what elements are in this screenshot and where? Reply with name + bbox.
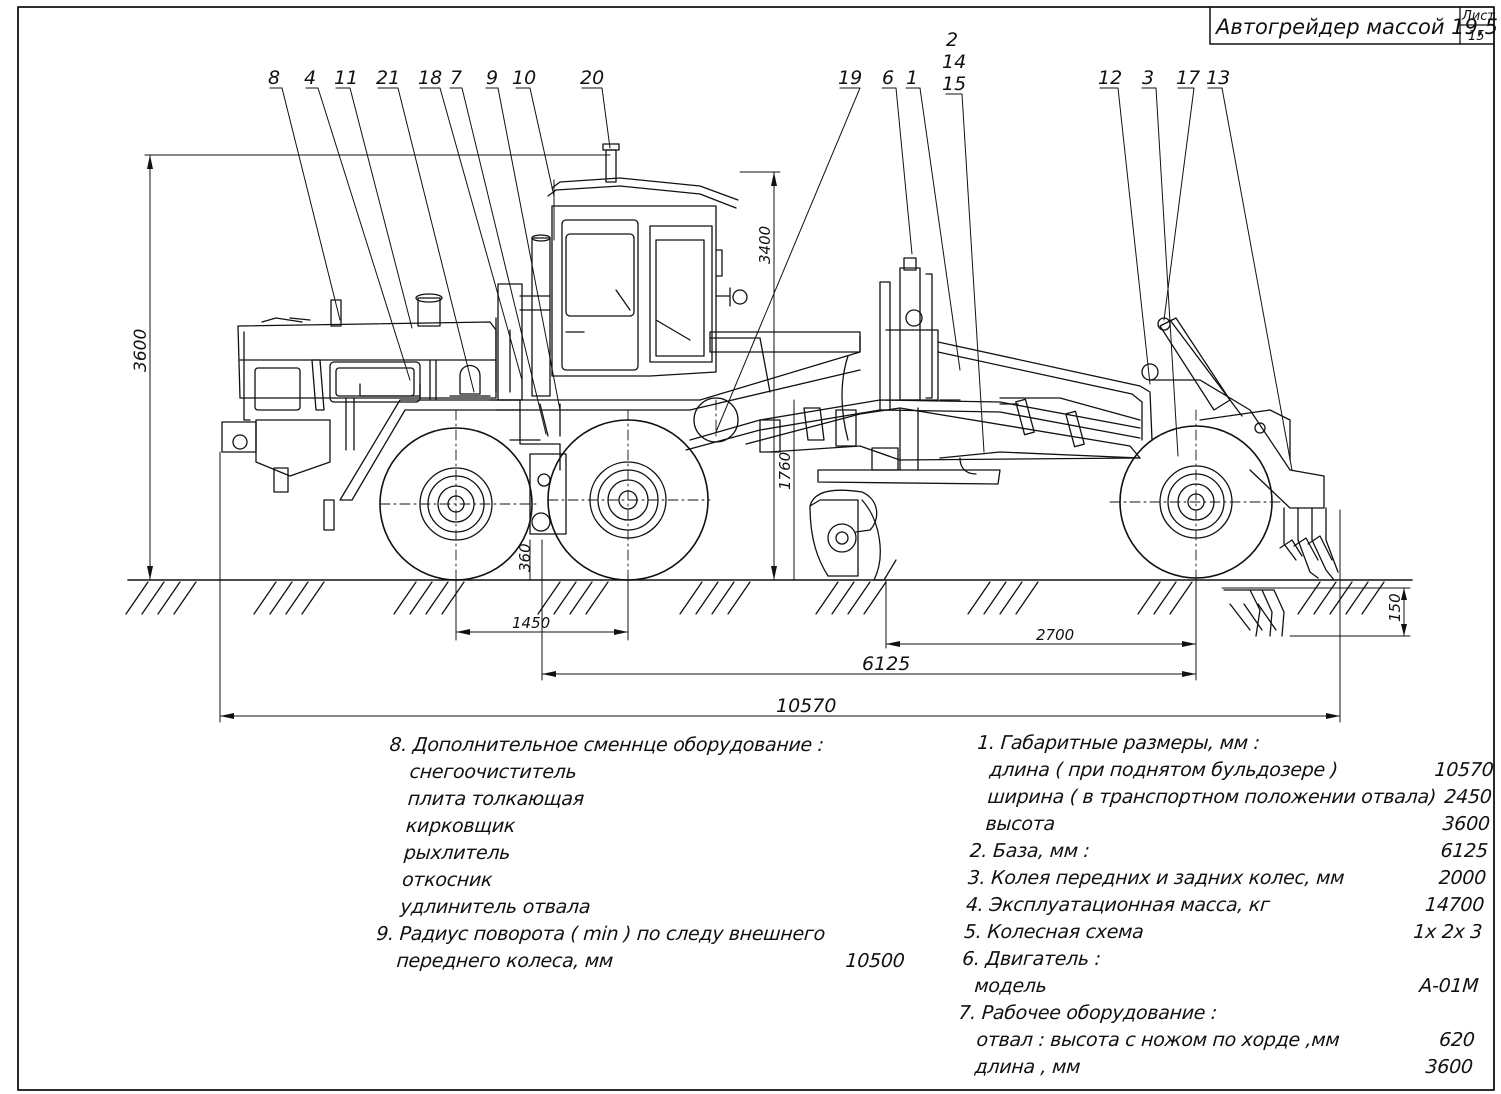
turning-radius-line1: 9. Радиус поворота ( min ) по следу внеш… xyxy=(375,923,826,945)
mass-label: 4. Эксплуатационная масса, кг xyxy=(965,894,1271,916)
left-spec-block: 8. Дополнительное сменнце оборудование :… xyxy=(374,732,921,975)
sheet-number: 15 xyxy=(1468,29,1485,44)
dim-overall-length: 10570 xyxy=(776,695,836,717)
leader-lines xyxy=(269,87,1293,471)
blade-length-label: длина , мм xyxy=(973,1056,1081,1078)
callout-9: 9 xyxy=(486,67,498,89)
model-value: А-01М xyxy=(1418,975,1480,997)
sheet-border xyxy=(17,6,1495,1091)
dimension-arrows xyxy=(147,155,1407,719)
ripper-teeth xyxy=(1223,507,1339,637)
callout-12: 12 xyxy=(1098,67,1122,89)
dim-ripper-depth: 150 xyxy=(1386,593,1404,622)
callout-11: 11 xyxy=(334,67,358,89)
equipment-item: плита толкающая xyxy=(407,788,585,810)
turning-radius-label: переднего колеса, мм xyxy=(395,950,614,972)
equipment-item: удлинитель отвала xyxy=(399,896,592,918)
callout-18: 18 xyxy=(418,67,442,89)
engine-hood xyxy=(237,293,497,421)
dimension-lines xyxy=(144,154,1411,723)
equipment-item: откосник xyxy=(401,869,494,891)
callout-17: 17 xyxy=(1176,67,1200,89)
dim-overall-height: 3600 xyxy=(131,329,151,372)
dimensions-heading: 1. Габаритные размеры, мм : xyxy=(976,732,1261,754)
equipment-heading: 7. Рабочее оборудование : xyxy=(957,1002,1218,1024)
title-block xyxy=(1209,6,1495,45)
turning-radius-value: 10500 xyxy=(844,950,906,972)
spec-row-blade-height: отвал : высота с ножом по хорде ,мм 620 xyxy=(956,1027,1476,1054)
spec-row-model: модель А-01М xyxy=(959,973,1480,1000)
callout-13: 13 xyxy=(1206,67,1230,89)
blade-height-label: отвал : высота с ножом по хорде ,мм xyxy=(975,1029,1341,1051)
callout-19: 19 xyxy=(838,67,862,89)
blade-length-value: 3600 xyxy=(1424,1056,1474,1078)
callout-14: 14 xyxy=(942,51,966,73)
callout-4: 4 xyxy=(304,67,316,89)
cab xyxy=(495,143,748,401)
spec-row-blade-length: длина , мм 3600 xyxy=(954,1054,1474,1081)
dim-clearance: 360 xyxy=(516,543,534,572)
lift-cylinders xyxy=(879,257,1153,448)
drawbar-blade xyxy=(745,355,1141,581)
centerlines xyxy=(379,399,1281,601)
track-label: 3. Колея передних и задних колес, мм xyxy=(967,867,1345,889)
callout-21: 21 xyxy=(376,67,400,89)
tandem-balancer xyxy=(509,403,567,535)
equipment-item: снегоочиститель xyxy=(408,761,578,783)
track-value: 2000 xyxy=(1437,867,1487,889)
equipment-item: рыхлитель xyxy=(403,842,512,864)
wheel-scheme-value: 1х 2х 3 xyxy=(1412,921,1483,943)
base-value: 6125 xyxy=(1439,840,1489,862)
turning-radius-row: переднего колеса, мм 10500 xyxy=(374,948,906,975)
right-spec-block: 1. Габаритные размеры, мм : длина ( при … xyxy=(954,730,1497,1081)
dim-frame-height: 1760 xyxy=(776,452,794,490)
width-value: 2450 xyxy=(1443,786,1493,808)
height-label: высота xyxy=(984,813,1056,835)
spec-row-width: ширина ( в транспортном положении отвала… xyxy=(973,784,1493,811)
callout-15: 15 xyxy=(942,73,966,95)
dim-front-overhang: 2700 xyxy=(1036,626,1074,644)
base-label: 2. База, мм : xyxy=(969,840,1091,862)
spec-row-mass: 4. Эксплуатационная масса, кг 14700 xyxy=(965,892,1485,919)
dim-rear-axle-spacing: 1450 xyxy=(512,614,550,632)
spec-row-track: 3. Колея передних и задних колес, мм 200… xyxy=(967,865,1487,892)
ground-line xyxy=(125,579,1413,615)
callout-6: 6 xyxy=(882,67,894,89)
callout-7: 7 xyxy=(450,67,462,89)
wheel-scheme-label: 5. Колесная схема xyxy=(963,921,1145,943)
length-value: 10570 xyxy=(1433,759,1495,781)
front-frame xyxy=(1141,317,1325,509)
title-block-title: Автогрейдер массой 19,5 т xyxy=(1214,15,1501,39)
engine-heading: 6. Двигатель : xyxy=(961,948,1102,970)
callout-20: 20 xyxy=(580,67,604,89)
spec-row-length: длина ( при поднятом бульдозере ) 10570 xyxy=(974,757,1495,784)
blade-height-value: 620 xyxy=(1438,1029,1476,1051)
sheet-label: Лист xyxy=(1461,9,1495,24)
callout-8: 8 xyxy=(268,67,280,89)
callout-1: 1 xyxy=(906,67,918,89)
dim-cab-height: 3400 xyxy=(756,226,774,264)
callout-3: 3 xyxy=(1142,67,1154,89)
callout-2: 2 xyxy=(946,29,958,51)
left-spec-heading: 8. Дополнительное сменнце оборудование : xyxy=(388,734,825,756)
model-label: модель xyxy=(973,975,1048,997)
mass-value: 14700 xyxy=(1424,894,1485,916)
equipment-item: кирковщик xyxy=(405,815,516,837)
spec-row-base: 2. База, мм : 6125 xyxy=(969,838,1489,865)
width-label: ширина ( в транспортном положении отвала… xyxy=(986,786,1437,808)
callout-10: 10 xyxy=(512,67,536,89)
spec-row-wheel-scheme: 5. Колесная схема 1х 2х 3 xyxy=(963,919,1483,946)
dim-wheelbase: 6125 xyxy=(862,653,910,675)
length-label: длина ( при поднятом бульдозере ) xyxy=(988,759,1339,781)
rear-bumper xyxy=(221,383,521,531)
spec-row-height: высота 3600 xyxy=(971,811,1491,838)
height-value: 3600 xyxy=(1441,813,1491,835)
